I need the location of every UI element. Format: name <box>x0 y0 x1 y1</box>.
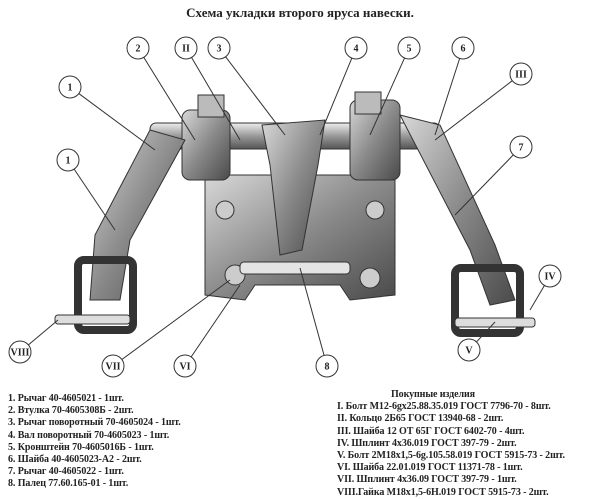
callout-8: 8 <box>315 354 339 378</box>
part-item: 2. Втулка 70-4605308Б - 2шт. <box>8 405 134 417</box>
callout-III: III <box>509 62 533 86</box>
callout-circle <box>344 36 368 60</box>
leader-line <box>225 56 286 136</box>
part-item: 8. Палец 77.60.165-01 - 1шт. <box>8 478 129 490</box>
callout-circle <box>126 36 150 60</box>
leader-line <box>319 57 353 136</box>
purchased-item: III. Шайба 12 ОТ 65Г ГОСТ 6402-70 - 4шт. <box>337 425 525 437</box>
callout-1: 1 <box>58 75 82 99</box>
callout-label: 5 <box>407 44 412 55</box>
callout-1: 1 <box>56 148 80 172</box>
callout-IV: IV <box>538 264 562 288</box>
leader-lines <box>28 56 545 360</box>
callout-V: V <box>457 338 481 362</box>
callout-circle <box>509 62 533 86</box>
leader-line <box>434 58 461 136</box>
callout-label: III <box>515 70 527 81</box>
part-item: 7. Рычаг 40-4605022 - 1шт. <box>8 466 124 478</box>
callout-label: 2 <box>136 44 141 55</box>
callout-II: II <box>174 36 198 60</box>
leader-line <box>369 57 405 136</box>
part-item: 5. Кронштейн 70-4605016Б - 1шт. <box>8 441 154 453</box>
callout-label: VI <box>179 362 190 373</box>
callout-circle <box>538 264 562 288</box>
leader-line <box>28 319 59 346</box>
part-item: 3. Рычаг поворотный 70-4605024 - 1шт. <box>8 417 181 429</box>
callout-circle <box>8 340 32 364</box>
assembly-photo <box>54 91 536 337</box>
callout-circle <box>315 354 339 378</box>
leader-line <box>143 57 196 141</box>
callout-circle <box>397 36 421 60</box>
callout-circle <box>56 148 80 172</box>
purchased-item: VIII.Гайка М18x1,5-6Н.019 ГОСТ 5915-73 -… <box>337 486 549 498</box>
leader-line <box>434 80 513 141</box>
purchased-item: VI. Шайба 22.01.019 ГОСТ 11371-78 - 1шт. <box>337 462 523 474</box>
purchased-item: II. Кольцо 2Б65 ГОСТ 13940-68 - 2шт. <box>337 413 504 425</box>
diagram-title: Схема укладки второго яруса навески. <box>186 5 414 20</box>
callout-label: 1 <box>66 156 71 167</box>
callout-circle <box>509 135 533 159</box>
leader-line <box>299 267 325 356</box>
callout-circle <box>58 75 82 99</box>
leader-line <box>476 321 496 343</box>
leader-line <box>454 154 514 216</box>
callout-label: V <box>465 346 473 357</box>
callout-7: 7 <box>509 135 533 159</box>
leader-line <box>73 168 116 231</box>
callout-VII: VII <box>101 354 125 378</box>
callout-label: IV <box>544 272 556 283</box>
parts-list: 1. Рычаг 40-4605021 - 1шт. 2. Втулка 70-… <box>8 393 298 491</box>
callout-3: 3 <box>207 36 231 60</box>
callout-label: II <box>182 44 190 55</box>
part-item: 6. Шайба 40-4605023-А2 - 2шт. <box>8 454 142 466</box>
purchased-item: I. Болт М12-6gx25.88.35.019 ГОСТ 7796-70… <box>337 401 551 413</box>
callout-2: 2 <box>126 36 150 60</box>
leader-line <box>78 93 156 151</box>
callout-label: 4 <box>354 44 359 55</box>
callout-circle <box>101 354 125 378</box>
callout-label: 1 <box>68 83 73 94</box>
callout-label: 7 <box>519 143 524 154</box>
leader-line <box>191 57 241 141</box>
callout-label: VIII <box>11 348 30 359</box>
callout-circle <box>174 36 198 60</box>
callout-6: 6 <box>451 36 475 60</box>
purchased-item: VII. Шплинт 4x36.09 ГОСТ 397-79 - 1шт. <box>337 474 517 486</box>
callout-VIII: VIII <box>8 340 32 364</box>
purchased-item: V. Болт 2М18x1,5-6g.105.58.019 ГОСТ 5915… <box>337 450 565 462</box>
callout-circle <box>457 338 481 362</box>
callout-circle <box>173 354 197 378</box>
leader-line <box>121 279 231 360</box>
callout-circle <box>451 36 475 60</box>
leader-line <box>529 285 545 311</box>
callout-label: 3 <box>217 44 222 55</box>
purchased-item: IV. Шплинт 4x36.019 ГОСТ 397-79 - 2шт. <box>337 437 517 449</box>
callout-VI: VI <box>173 354 197 378</box>
leader-line <box>190 284 241 358</box>
callout-5: 5 <box>397 36 421 60</box>
purchased-heading: Покупные изделия <box>391 389 475 400</box>
callout-label: 8 <box>325 362 330 373</box>
purchased-list: Покупные изделия I. Болт М12-6gx25.88.35… <box>337 389 597 499</box>
part-item: 1. Рычаг 40-4605021 - 1шт. <box>8 393 124 404</box>
callout-label: 6 <box>461 44 466 55</box>
callout-label: VII <box>105 362 120 373</box>
callout-circle <box>207 36 231 60</box>
part-item: 4. Вал поворотный 70-4605023 - 1шт. <box>8 429 170 441</box>
callout-4: 4 <box>344 36 368 60</box>
